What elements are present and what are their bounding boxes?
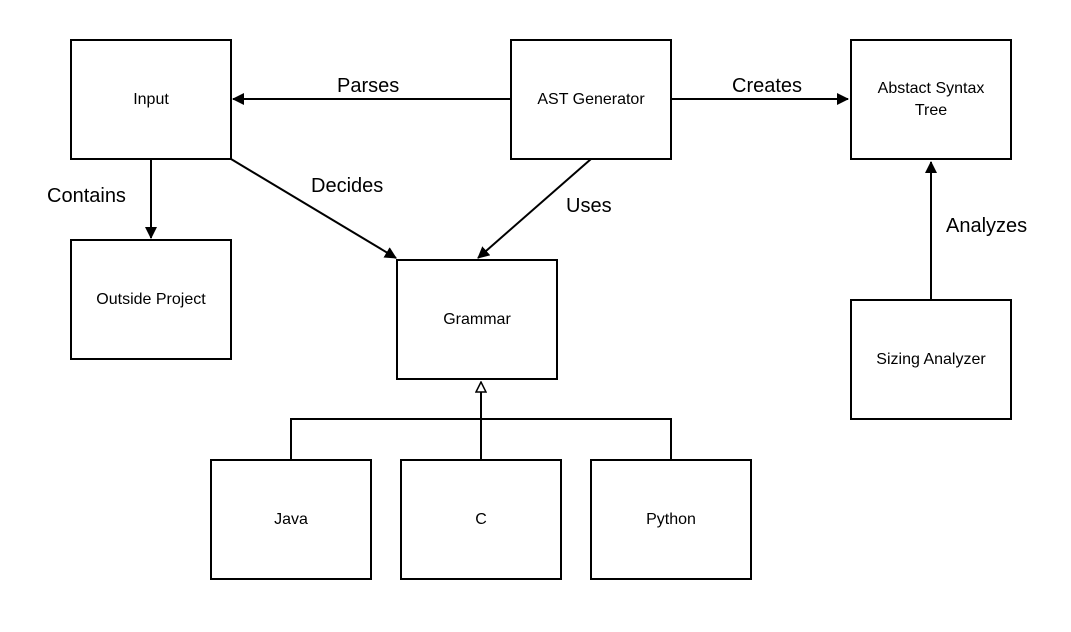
analyzes-label: Analyzes (946, 215, 1028, 237)
c-node[interactable]: C (400, 459, 562, 580)
java-node[interactable]: Java (210, 459, 372, 580)
decides-arrow (230, 158, 397, 259)
decides-label: Decides (311, 175, 384, 197)
grammar-node[interactable]: Grammar (396, 259, 558, 380)
input-node[interactable]: Input (70, 39, 232, 160)
abstract-syntax-tree-node[interactable]: Abstact Syntax Tree (850, 39, 1012, 160)
contains-label: Contains (47, 185, 126, 207)
uses-arrow (477, 158, 592, 259)
outside-project-node[interactable]: Outside Project (70, 239, 232, 360)
parses-label: Parses (337, 75, 400, 97)
python-node[interactable]: Python (590, 459, 752, 580)
uses-label: Uses (566, 195, 612, 217)
creates-label: Creates (732, 75, 803, 97)
ast-generator-node[interactable]: AST Generator (510, 39, 672, 160)
sizing-analyzer-node[interactable]: Sizing Analyzer (850, 299, 1012, 420)
